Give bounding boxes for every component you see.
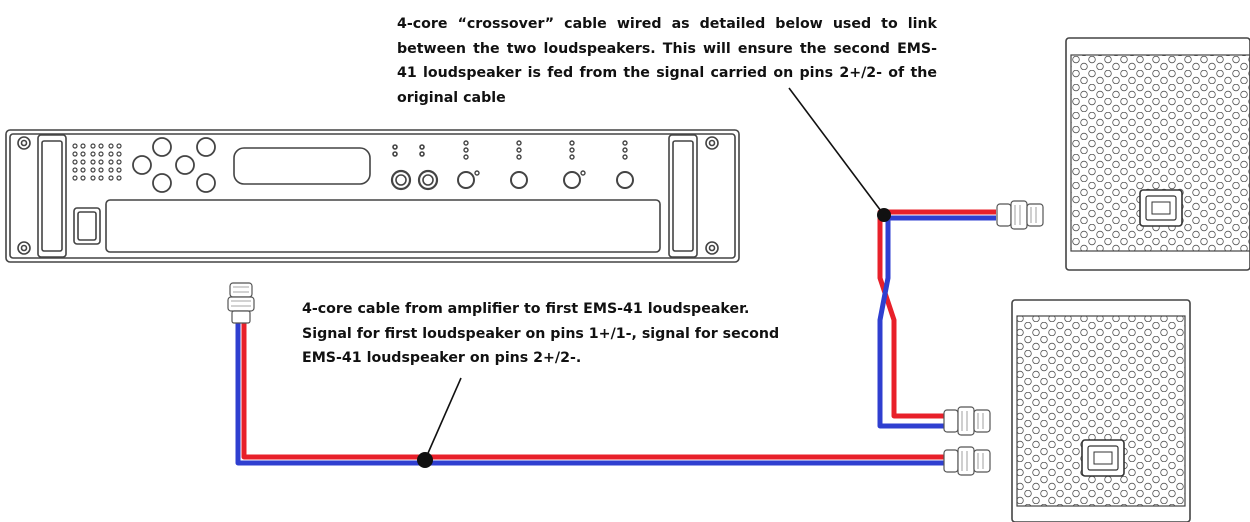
crossover-cable-note: 4-core “crossover” cable wired as detail… [397,16,937,106]
connector-bottom-speaker-link [943,406,991,436]
crossover-link-cable [877,209,996,429]
power-switch [73,207,101,245]
left-rack-handle [17,134,67,258]
control-knobs [132,137,216,193]
connector-bottom-speaker-main [943,446,991,476]
loudspeaker-second-bottom [1011,299,1191,522]
amplifier-unit [5,129,740,263]
leader-line-crossover [788,87,885,216]
amplifier-cable-note: 4-core cable from amplifier to first EMS… [302,301,780,366]
display-window [233,147,371,185]
connector-amplifier-side [227,282,255,324]
front-buttons [390,144,439,191]
channel-sockets [457,140,634,189]
right-rack-handle [668,134,719,258]
front-grille-panel [105,199,661,253]
led-indicators [72,143,122,181]
leader-line-main [424,377,462,461]
loudspeaker-first-top [1065,37,1250,271]
connector-top-speaker [996,200,1044,230]
main-4-core-cable [235,322,946,466]
